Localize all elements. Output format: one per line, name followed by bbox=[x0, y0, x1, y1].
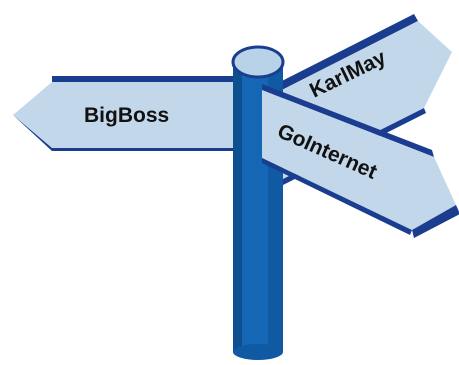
bigboss-label: BigBoss bbox=[84, 104, 169, 127]
sign-bigboss: BigBoss bbox=[13, 76, 248, 151]
sign-gointernet: GoInternet bbox=[262, 84, 459, 238]
